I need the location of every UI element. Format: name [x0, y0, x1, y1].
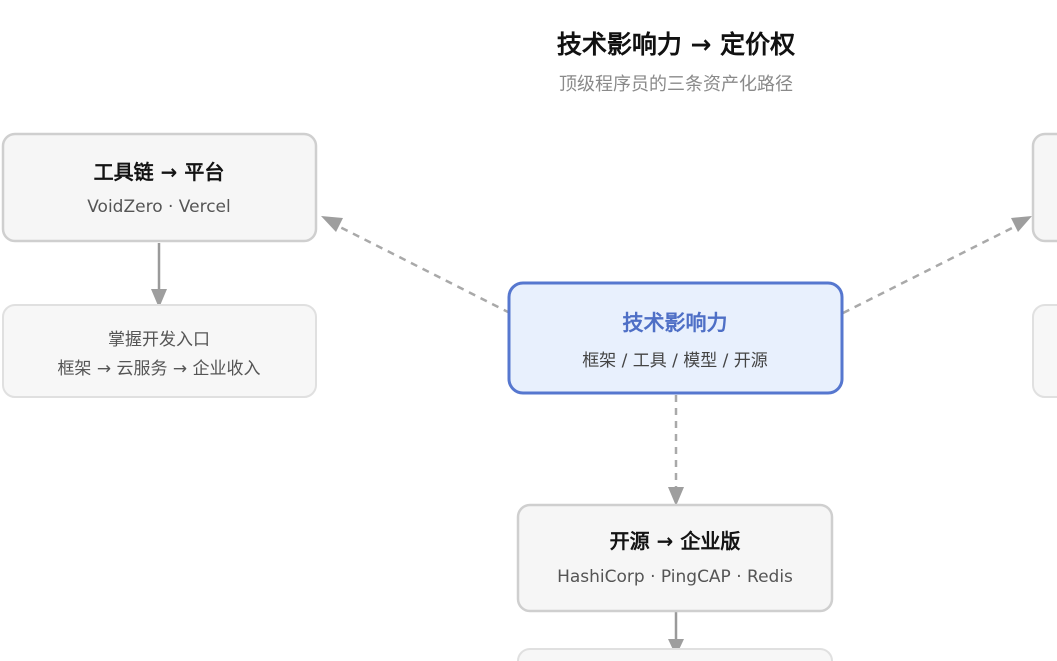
- note-box: [2, 304, 317, 398]
- center-subtitle: 框架 / 工具 / 模型 / 开源: [582, 351, 768, 371]
- diagram-title: 技术影响力 → 定价权: [557, 30, 795, 59]
- node-examples: VoidZero · Vercel: [87, 197, 230, 217]
- edge-center-to-left: [335, 223, 511, 315]
- node-opensource-enterprise[interactable]: 开源 → 企业版 HashiCorp · PingCAP · Redis: [516, 503, 834, 613]
- arrowhead-left: [321, 216, 343, 232]
- node-box: [516, 503, 834, 613]
- node-toolchain-platform[interactable]: 工具链 → 平台 VoidZero · Vercel: [1, 132, 318, 243]
- cropped-right-node: [1031, 132, 1057, 243]
- note-toolchain: 掌握开发入口 框架 → 云服务 → 企业收入: [2, 304, 317, 398]
- cropped-right-note: [1032, 304, 1057, 398]
- cropped-bottom-box: [517, 648, 833, 661]
- node-box: [1, 132, 318, 243]
- arrowhead-bottom-down: [668, 639, 684, 656]
- node-tech-influence[interactable]: 技术影响力 框架 / 工具 / 模型 / 开源: [507, 281, 844, 395]
- edges: [151, 216, 1032, 656]
- note-line-1: 掌握开发入口: [108, 330, 210, 350]
- center-title: 技术影响力: [623, 311, 728, 335]
- edge-center-to-right: [842, 223, 1019, 315]
- node-title: 工具链 → 平台: [94, 160, 225, 184]
- node-title: 开源 → 企业版: [610, 529, 741, 553]
- arrowhead-bottom: [668, 487, 684, 506]
- note-line-2: 框架 → 云服务 → 企业收入: [57, 359, 260, 379]
- arrowhead-right: [1011, 216, 1032, 232]
- node-examples: HashiCorp · PingCAP · Redis: [557, 567, 793, 587]
- center-box: [507, 281, 844, 395]
- arrowhead-left-note: [151, 289, 167, 308]
- diagram-subtitle: 顶级程序员的三条资产化路径: [559, 74, 793, 95]
